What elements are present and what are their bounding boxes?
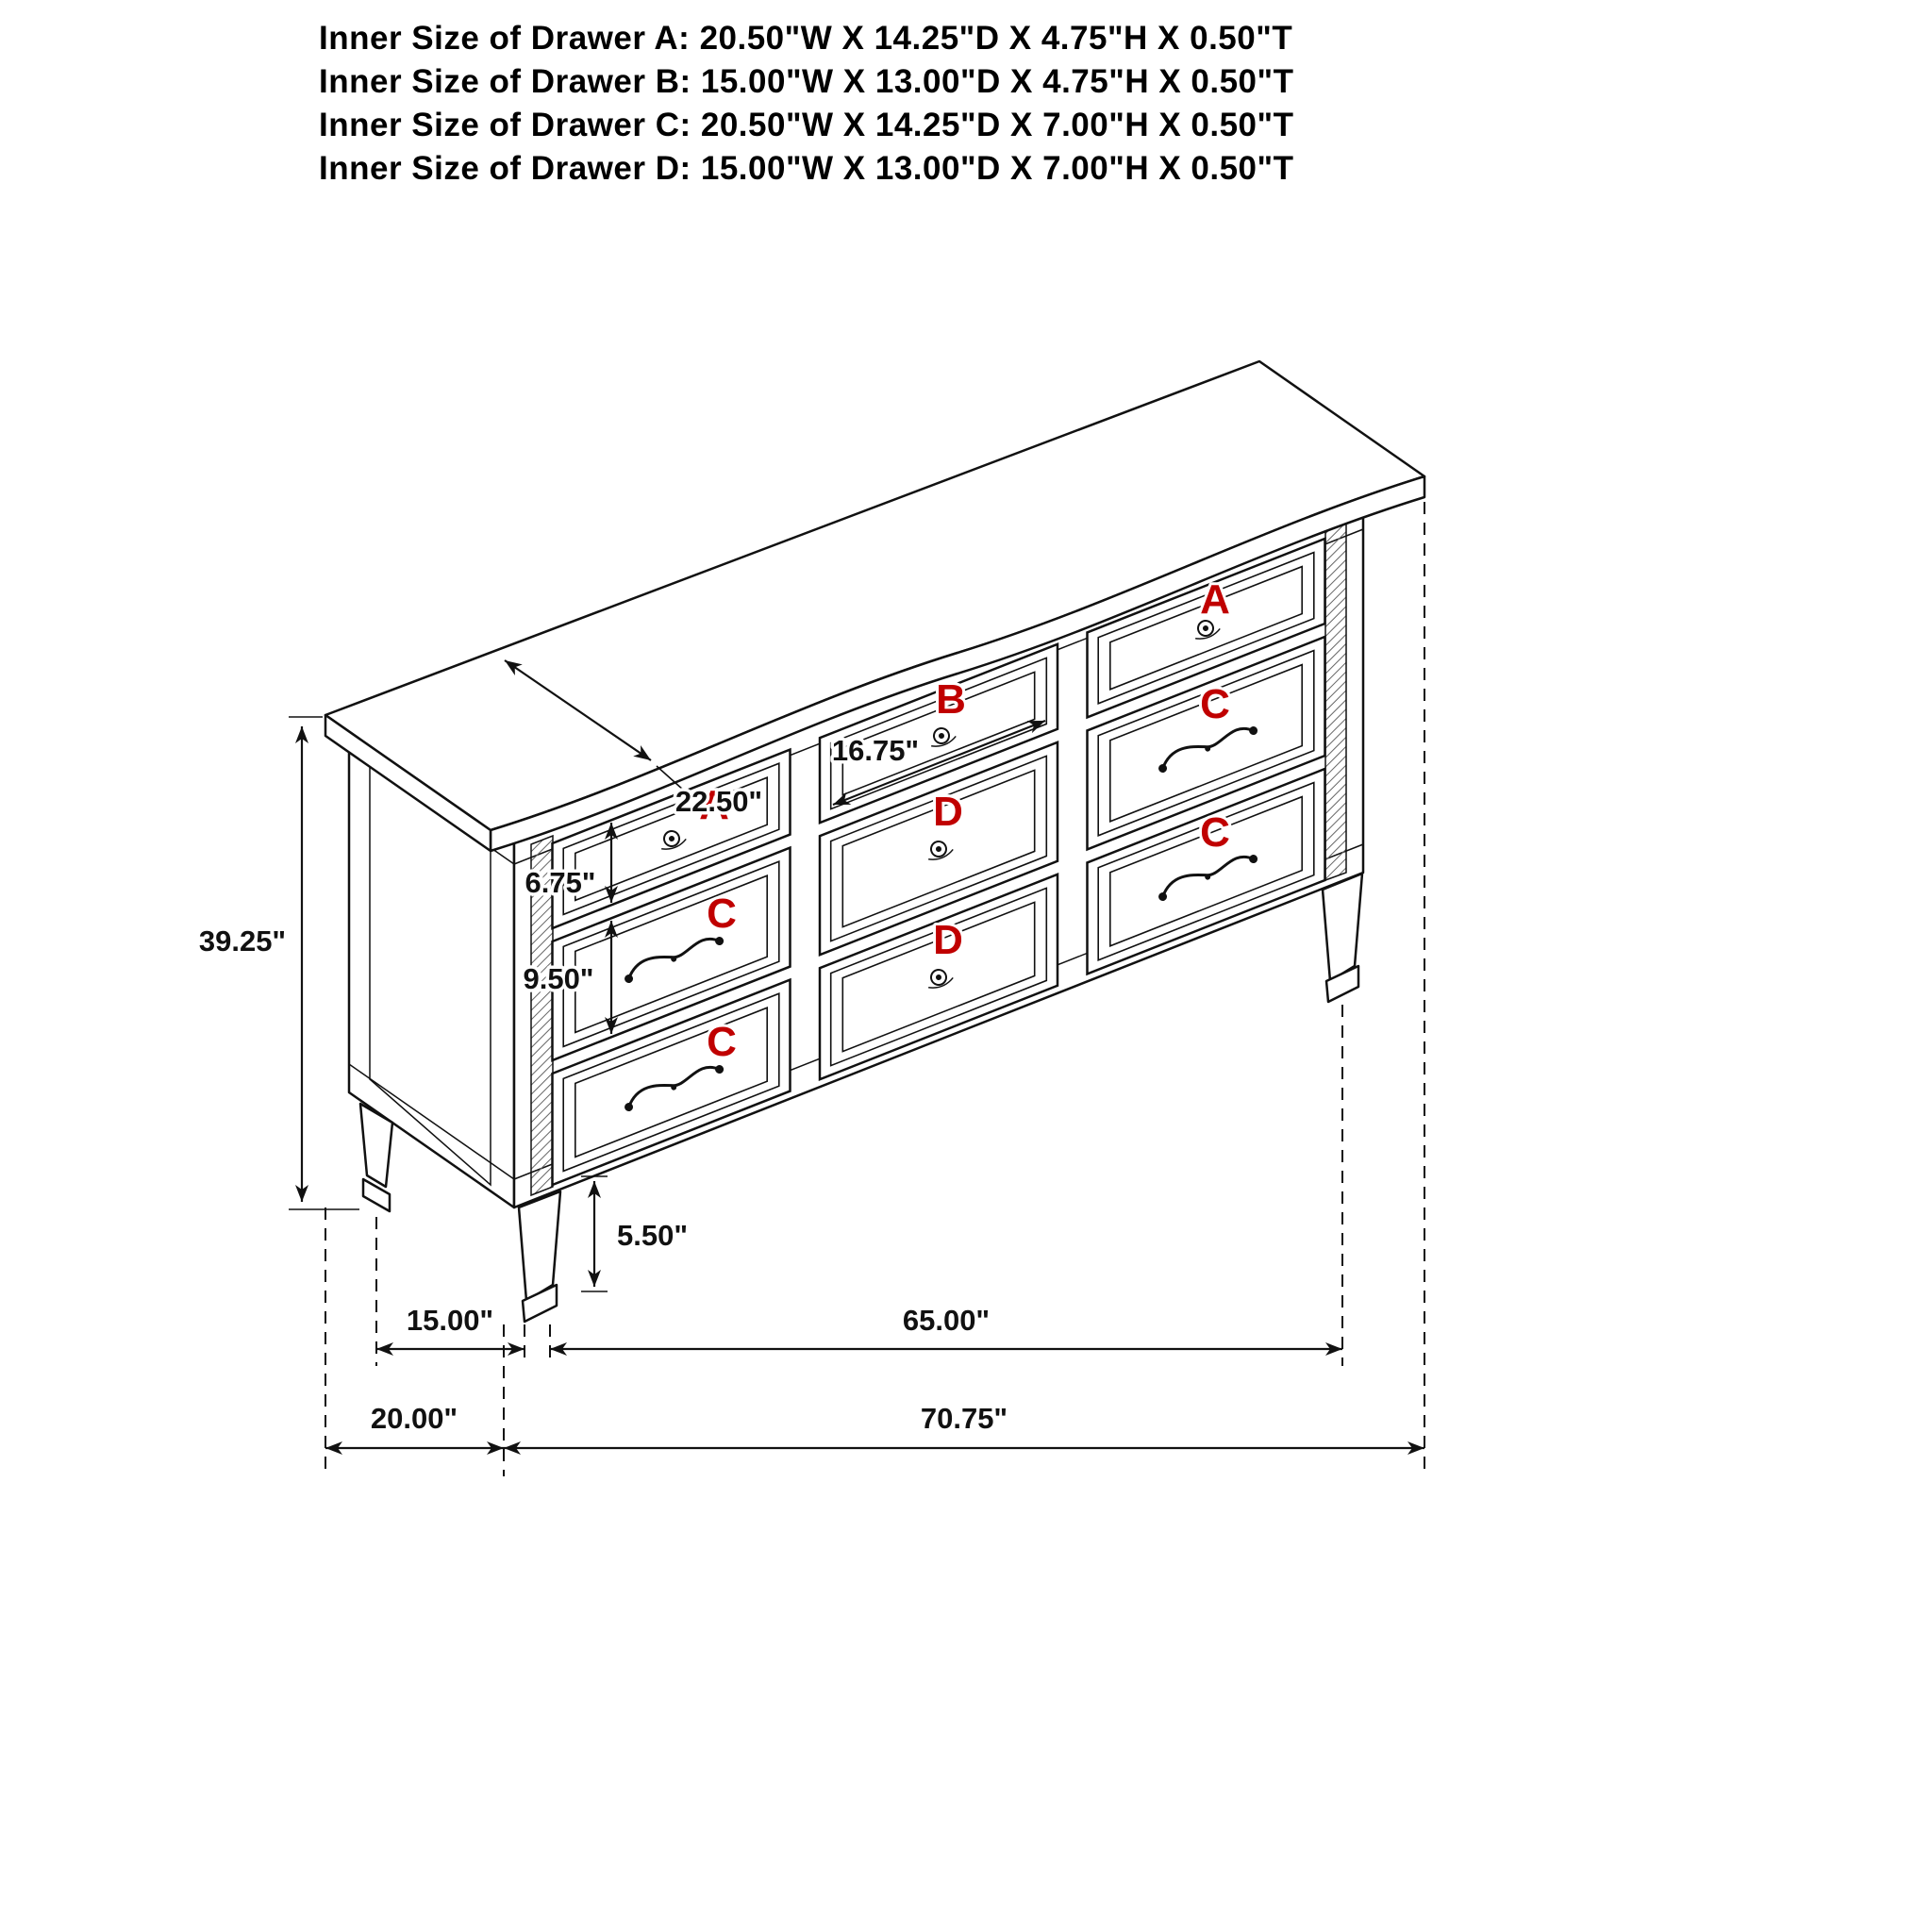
drawer-label-right-bottom: C bbox=[1200, 809, 1230, 856]
front-right-leg bbox=[1321, 872, 1364, 983]
drawer-label-left-top: A bbox=[699, 782, 729, 828]
drawer-label-left-middle: C bbox=[707, 891, 737, 937]
drawer-face-center-bottom bbox=[829, 887, 1048, 1067]
right-pilaster bbox=[1324, 522, 1347, 882]
drawer-face-left-bottom bbox=[551, 977, 791, 1187]
dim-overall-depth: 20.00" bbox=[371, 1402, 458, 1435]
drawer-face-left-middle bbox=[574, 874, 769, 1034]
front-right-foot bbox=[1324, 964, 1360, 1004]
dim-leg-width-spacing: 65.00" bbox=[903, 1304, 990, 1337]
drawer-face-left-top bbox=[562, 762, 780, 916]
dimension-lines bbox=[289, 659, 1424, 1455]
dim-center-drawer-width-line bbox=[832, 719, 1046, 807]
dim-overall-height: 39.25" bbox=[199, 924, 286, 958]
dim-lower-drawer-height: 9.50" bbox=[523, 962, 593, 995]
drawer-spec-line-a: Inner Size of Drawer A: 20.50"W X 14.25"… bbox=[319, 20, 1293, 57]
drawer-spec-line-b: Inner Size of Drawer B: 15.00"W X 13.00"… bbox=[319, 63, 1294, 100]
back-left-foot bbox=[361, 1177, 391, 1213]
left-pilaster bbox=[530, 834, 554, 1197]
dim-leg-depth-spacing: 15.00" bbox=[407, 1304, 493, 1337]
dimension-labels: 39.25" 6.75" 9.50" 22.50" 16.75" 5.50" 1… bbox=[195, 731, 1010, 1439]
dim-leg-height: 5.50" bbox=[617, 1219, 688, 1252]
drawer-spec-line-c: Inner Size of Drawer C: 20.50"W X 14.25"… bbox=[319, 107, 1294, 143]
drawer-face-right-bottom bbox=[1109, 795, 1303, 947]
top-front-edge bbox=[489, 475, 1426, 853]
drawer-spec-line-d: Inner Size of Drawer D: 15.00"W X 13.00"… bbox=[319, 150, 1294, 187]
dim-top-depth-line bbox=[504, 659, 652, 761]
front-left-leg bbox=[517, 1190, 562, 1303]
drawer-face-left-bottom bbox=[562, 992, 780, 1173]
drawer-labels: A B A C D C C D C bbox=[696, 574, 1233, 1068]
drawer-label-center-middle: D bbox=[933, 789, 963, 835]
drawer-spec-block: Inner Size of Drawer A: 20.50"W X 14.25"… bbox=[319, 17, 1294, 191]
drawer-face-center-bottom bbox=[841, 901, 1036, 1053]
drawer-face-right-bottom bbox=[1097, 781, 1315, 961]
drawer-face-right-middle bbox=[1097, 649, 1315, 837]
drawer-face-left-top bbox=[574, 776, 769, 902]
drawer-label-right-top: A bbox=[1200, 576, 1230, 623]
drawer-face-left-middle bbox=[562, 860, 780, 1048]
drawer-face-right-middle bbox=[1086, 635, 1326, 852]
drawer-label-center-bottom: D bbox=[933, 917, 963, 963]
dresser-legs bbox=[358, 872, 1364, 1324]
drawer-label-left-bottom: C bbox=[707, 1019, 737, 1065]
bottom-molding-left bbox=[348, 1063, 515, 1180]
dim-top-drawer-height: 6.75" bbox=[525, 866, 595, 899]
drawer-face-right-top bbox=[1109, 565, 1303, 691]
drawer-face-right-middle bbox=[1109, 663, 1303, 823]
top-left-edge bbox=[324, 713, 492, 853]
drawer-face-center-top bbox=[829, 657, 1048, 810]
dim-center-drawer-width: 16.75" bbox=[832, 734, 919, 767]
drawer-label-center-top: B bbox=[936, 676, 966, 723]
dim-overall-width: 70.75" bbox=[921, 1402, 1008, 1435]
back-left-leg bbox=[358, 1102, 394, 1189]
drawer-face-right-bottom bbox=[1086, 767, 1326, 976]
drawer-face-right-top bbox=[1097, 551, 1315, 705]
drawer-face-left-bottom bbox=[574, 1007, 769, 1158]
leader-top-depth bbox=[656, 765, 693, 799]
dim-top-depth: 22.50" bbox=[675, 785, 762, 818]
drawer-label-right-middle: C bbox=[1200, 681, 1230, 727]
front-left-foot bbox=[521, 1283, 558, 1324]
